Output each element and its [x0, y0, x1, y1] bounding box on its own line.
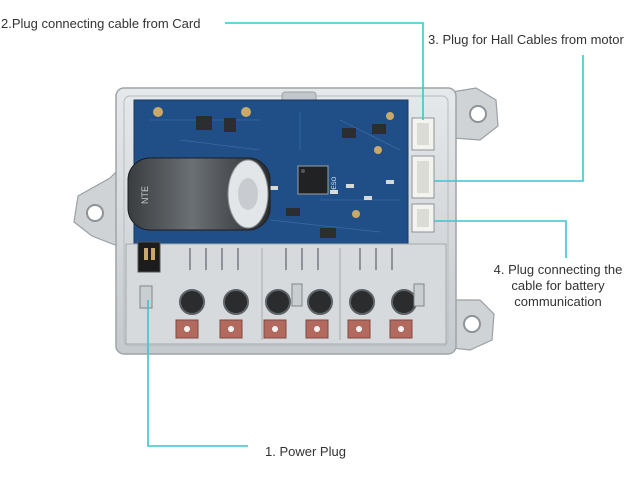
- capacitor-marking: NTE: [140, 186, 150, 204]
- connector-card-cable[interactable]: [411, 117, 435, 151]
- mounting-tab-top-right: [451, 87, 499, 141]
- leader-line-battery: [434, 220, 567, 258]
- label-battery-line-1: 4. Plug connecting the: [493, 262, 623, 277]
- label-card-cable: 2.Plug connecting cable from Card: [1, 16, 201, 31]
- label-hall-cables: 3. Plug for Hall Cables from motor: [428, 32, 624, 47]
- leader-line-hall: [434, 55, 584, 182]
- electrolytic-capacitor: [127, 157, 271, 231]
- connector-hall-cables[interactable]: [411, 155, 435, 199]
- leader-line-card: [225, 22, 424, 120]
- label-battery-line-3: communication: [514, 294, 602, 309]
- label-battery-communication: 4. Plug connecting the cable for battery…: [478, 262, 638, 310]
- label-power-plug: 1. Power Plug: [265, 444, 346, 459]
- connector-battery-communication[interactable]: [411, 203, 435, 233]
- power-plug-connector[interactable]: [137, 241, 161, 309]
- leader-line-power: [147, 300, 248, 447]
- terminal-block: [125, 243, 447, 345]
- label-battery-line-2: cable for battery: [511, 278, 605, 293]
- chip-marking: OESO: [332, 176, 338, 194]
- mounting-tab-left: [73, 158, 129, 251]
- microcontroller-chip: [297, 165, 329, 195]
- mounting-tab-bottom-right: [451, 299, 495, 351]
